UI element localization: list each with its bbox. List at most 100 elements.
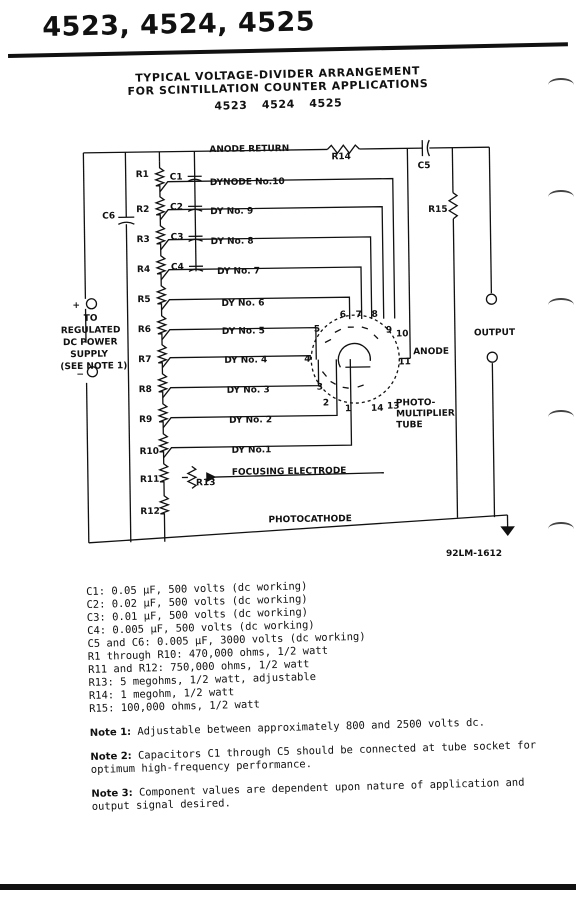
top-wire <box>359 147 423 150</box>
capacitor-label-4: C4 <box>171 262 184 272</box>
resistor-label-12: R12 <box>140 507 160 517</box>
output-label: OUTPUT <box>474 328 516 339</box>
resistor-label-5: R5 <box>137 295 150 305</box>
pin-label-2: 2 <box>323 398 329 408</box>
ground-symbol <box>500 526 515 537</box>
supply-minus-label: − <box>76 370 84 380</box>
capacitor-label-1: C1 <box>170 172 183 182</box>
c5-label: C5 <box>418 161 431 171</box>
supply-label-4: SUPPLY <box>70 350 108 361</box>
resistor-label-2: R2 <box>136 205 149 215</box>
left-wire <box>85 382 90 543</box>
dynode-lead-2 <box>162 359 338 429</box>
pin-label-6: 6 <box>340 310 346 320</box>
resistor-label-7: R7 <box>138 355 151 365</box>
dynode-lead-5 <box>161 326 317 360</box>
supply-label-5: (SEE NOTE 1) <box>60 361 127 372</box>
pin-label-9: 9 <box>386 326 392 336</box>
photocathode-label: PHOTOCATHODE <box>268 514 352 525</box>
focusing-wire <box>214 472 384 478</box>
resistor-label-1: R1 <box>136 170 149 180</box>
resistor-label-6: R6 <box>138 325 151 335</box>
pin-label-14: 14 <box>371 404 384 414</box>
dynode-label-1: DY No.1 <box>231 445 271 456</box>
drawing-code: 92LM-1612 <box>446 549 502 559</box>
r14-label: R14 <box>331 152 351 162</box>
pin-label-3: 3 <box>317 383 323 393</box>
dynode-lead-4 <box>161 355 311 369</box>
dynode-label-7: DY No. 7 <box>217 266 260 277</box>
dynode-label-6: DY No. 6 <box>221 298 264 309</box>
component-list: C1: 0.05 μF, 500 volts (dc working) C2: … <box>86 574 552 814</box>
supply-label-2: REGULATED <box>61 325 121 336</box>
r13-resistor <box>186 465 198 489</box>
top-wire <box>429 146 490 149</box>
capacitor-c3-plate <box>188 238 203 242</box>
dynode-label-9: DY No. 9 <box>210 207 253 218</box>
capacitor-label-3: C3 <box>170 232 183 242</box>
resistor-label-10: R10 <box>139 447 159 457</box>
pin-label-11: 11 <box>398 357 411 367</box>
r14-resistor <box>326 144 360 155</box>
capacitor-c1-plate <box>187 178 203 182</box>
binder-mark <box>548 298 574 312</box>
dynode-lead-10 <box>159 177 396 319</box>
resistor-label-8: R8 <box>139 385 152 395</box>
tube-label-3: TUBE <box>396 420 423 430</box>
dynode-lead-3 <box>162 359 320 399</box>
photocathode-symbol <box>337 342 371 368</box>
capacitor-c2-plate <box>187 208 203 212</box>
voltage-divider-schematic: ANODE RETURN R14 C5 R15 C6 DYNODE No.10 … <box>60 139 516 559</box>
dynode-lead-7 <box>160 266 363 320</box>
left-wire <box>82 152 87 299</box>
dynode-10-label: DYNODE No.10 <box>210 177 285 188</box>
resistor-chain <box>153 161 171 542</box>
pin-label-10: 10 <box>396 329 409 339</box>
supply-terminal-plus <box>85 298 98 310</box>
dynode-leads <box>159 177 396 459</box>
binder-mark <box>548 522 574 536</box>
dynode-label-3: DY No. 3 <box>227 385 270 396</box>
r15-resistor <box>447 192 459 220</box>
output-terminal-bottom <box>486 351 498 363</box>
output-wire <box>488 147 493 294</box>
binder-mark <box>548 410 574 424</box>
supply-label-3: DC POWER <box>63 337 118 348</box>
dynode-label-8: DY No. 8 <box>211 236 254 247</box>
output-ground-wire <box>491 363 496 518</box>
binder-mark <box>548 190 574 204</box>
note-1: Note 1: Adjustable between approximately… <box>89 716 486 739</box>
anode-label: ANODE <box>413 347 449 357</box>
c5-plate <box>426 139 431 157</box>
pin-label-5: 5 <box>314 325 320 335</box>
binder-mark <box>548 78 574 92</box>
anode-return-label: ANODE RETURN <box>209 144 289 155</box>
c6-plate <box>118 221 135 225</box>
dynode-lead-9 <box>159 206 385 319</box>
cap-column-wire <box>193 151 197 272</box>
note-2: Note 2: Capacitors C1 through C5 should … <box>90 739 537 776</box>
dynode-label-2: DY No. 2 <box>229 415 272 426</box>
supply-terminal-minus <box>86 366 99 378</box>
capacitor-label-2: C2 <box>170 202 183 212</box>
dynode-symbols <box>321 326 379 389</box>
r15-label: R15 <box>428 205 448 215</box>
note-3: Note 3: Component values are dependent u… <box>91 776 525 813</box>
c6-wire <box>124 152 127 218</box>
anode-lead <box>406 148 411 359</box>
r15-wire <box>452 218 459 518</box>
pin-label-13: 13 <box>387 401 400 411</box>
resistor-label-9: R9 <box>139 415 152 425</box>
pin-label-7: 7 <box>356 310 362 320</box>
pin-label-8: 8 <box>372 310 378 320</box>
r13-label: R13 <box>196 478 216 488</box>
r15-wire <box>451 147 454 193</box>
supply-label-1: TO <box>84 314 98 324</box>
ground-rail <box>88 514 508 544</box>
c6-wire <box>125 224 132 543</box>
anode-return-wire <box>83 148 328 154</box>
capacitor-c4-plate <box>188 268 204 272</box>
c6-label: C6 <box>102 211 115 221</box>
dynode-label-5: DY No. 5 <box>222 326 265 337</box>
